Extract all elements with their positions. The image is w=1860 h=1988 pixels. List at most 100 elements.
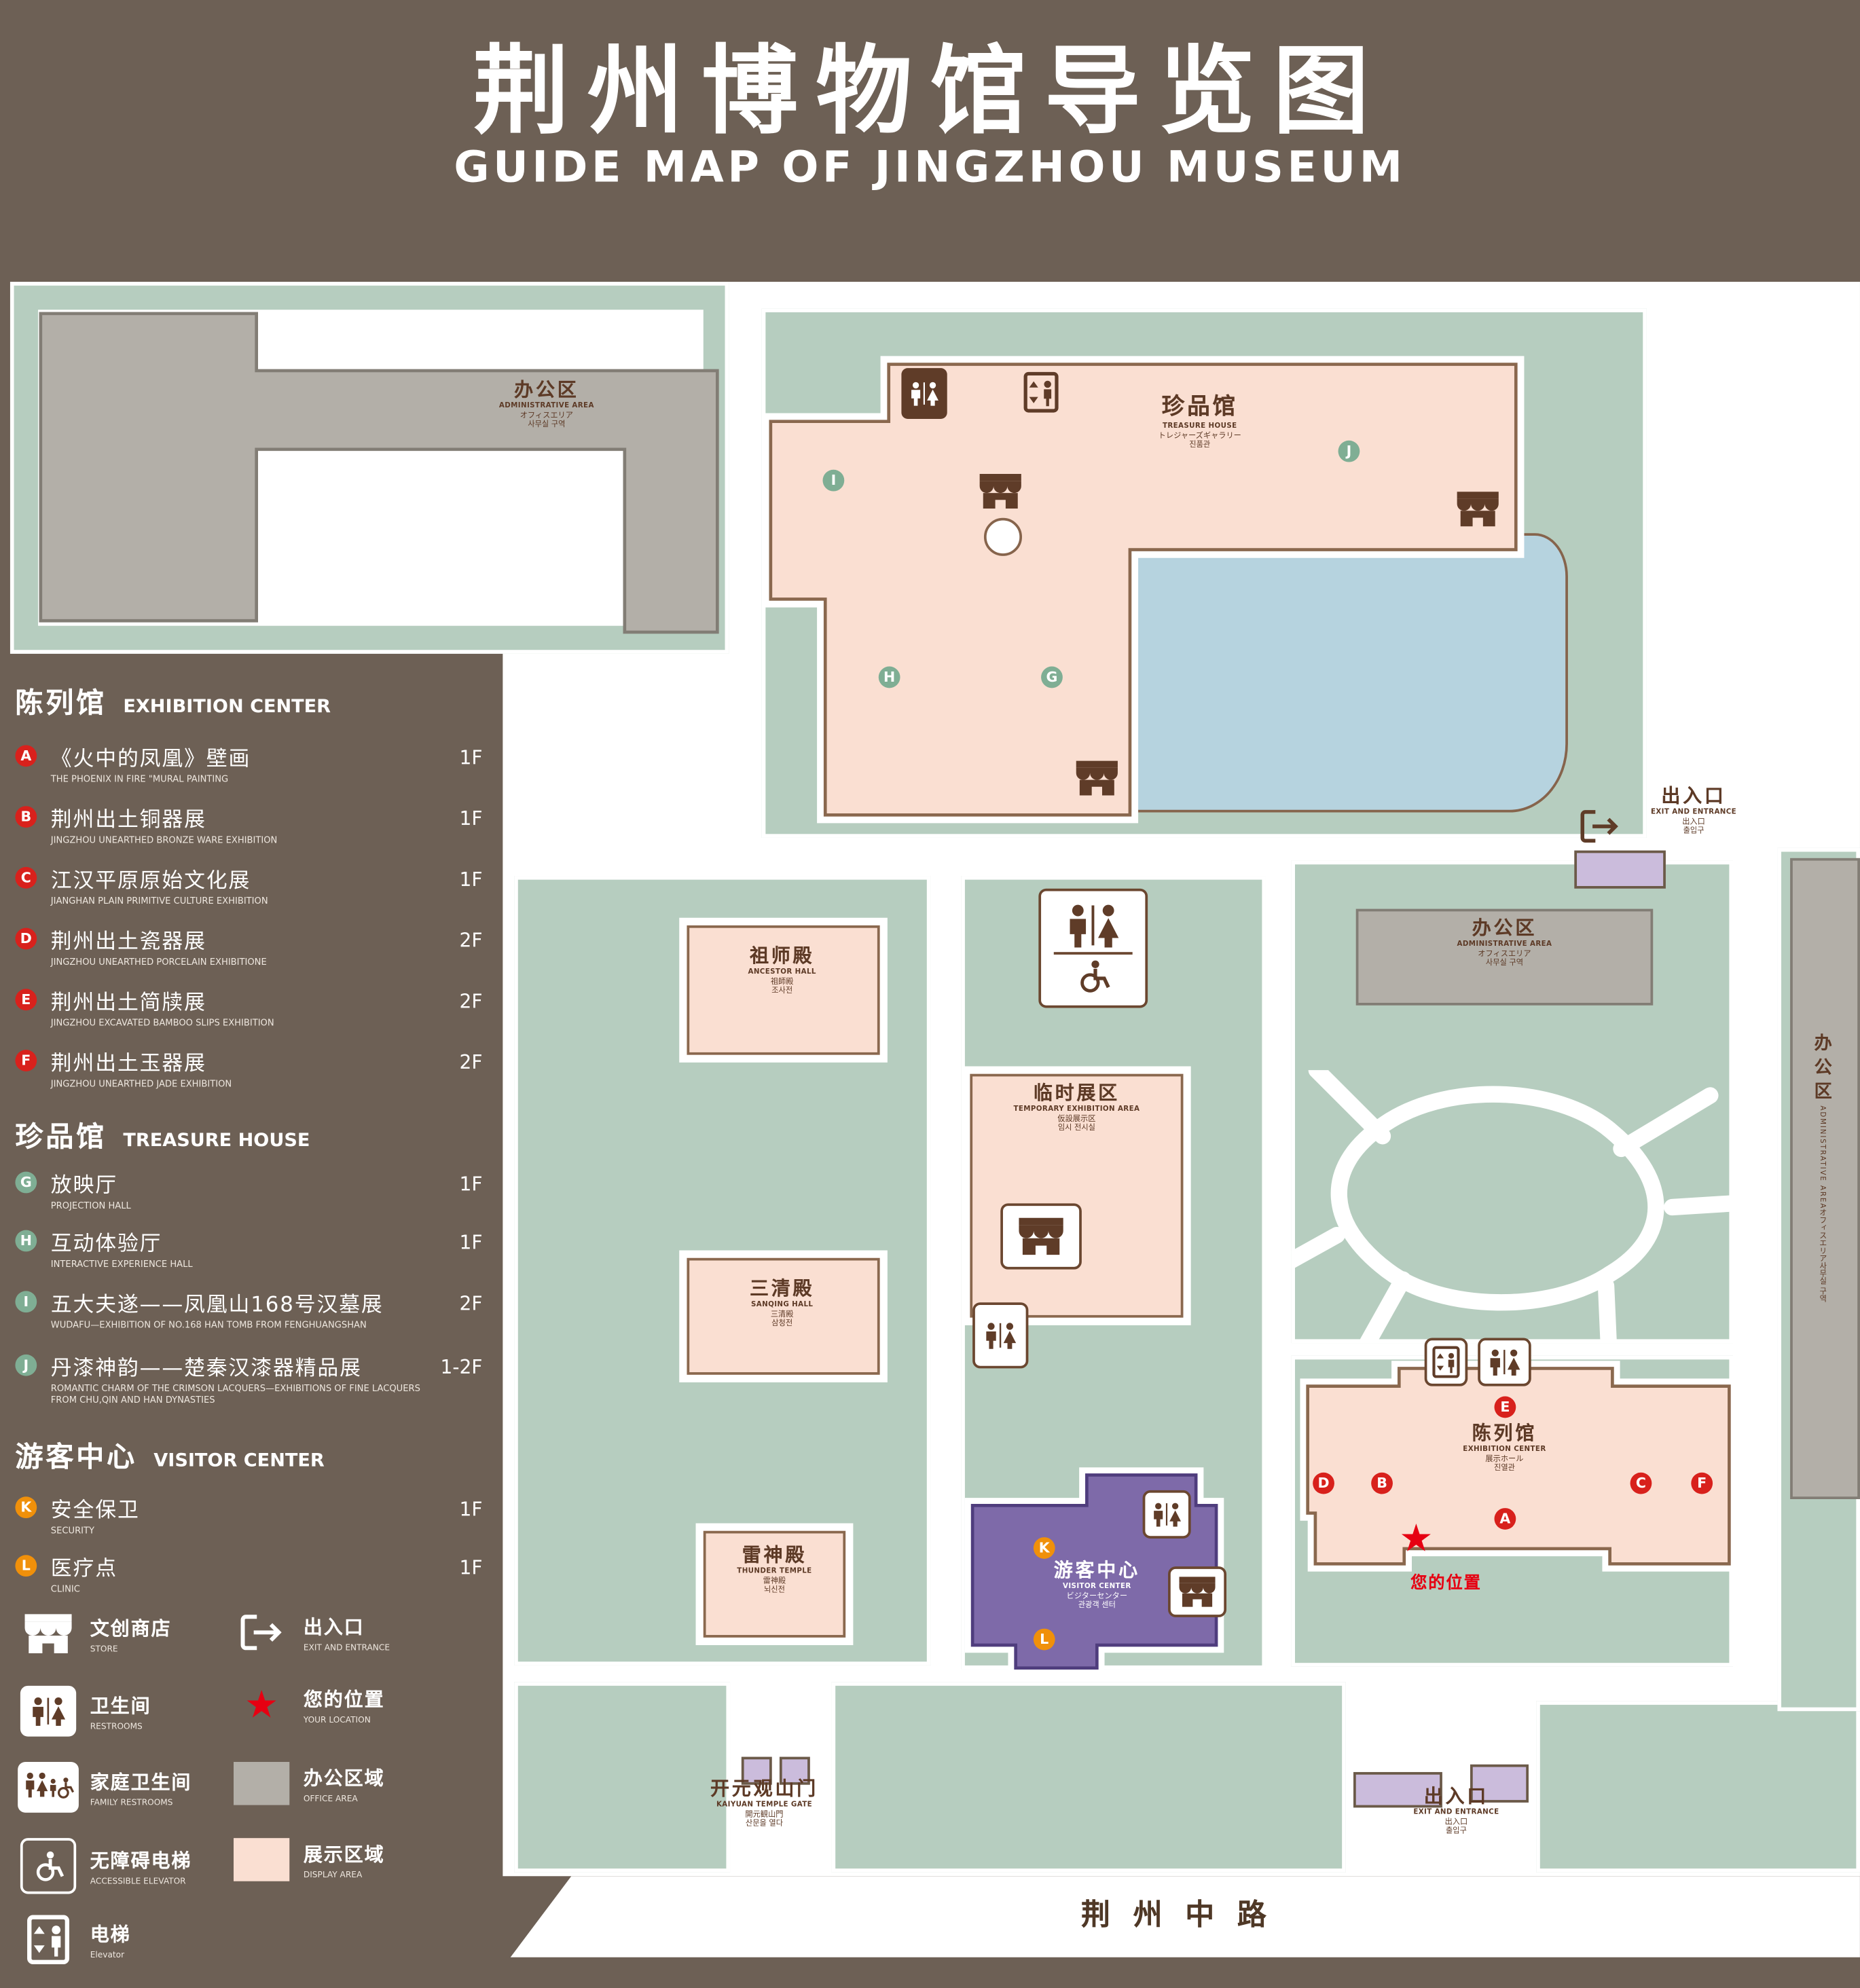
- ko-line: 조사전: [771, 987, 793, 996]
- symbol-zh: 办公区域: [303, 1766, 385, 1790]
- display-area-swatch: [234, 1838, 290, 1881]
- label-treasure-house: 珍品馆 TREASURE HOUSE トレジャーズギャラリー 진품관: [1117, 394, 1282, 450]
- symbol-zh: 卫生间: [90, 1693, 151, 1717]
- item-floor: 1-2F: [440, 1355, 483, 1379]
- store-icon: [978, 472, 1023, 510]
- elevator-icon-box: [1424, 1338, 1468, 1386]
- ja-line: オフィスエリア: [1817, 1209, 1827, 1263]
- page-title: 荆州博物馆导览图: [473, 34, 1387, 147]
- ja-line: 展示ホール: [1485, 1454, 1524, 1464]
- item-zh: 江汉平原原始文化展: [50, 868, 251, 893]
- item-floor: 2F: [459, 1051, 483, 1074]
- location-star-icon: ★: [244, 1682, 279, 1727]
- en-line: EXIT AND ENTRANCE: [1650, 809, 1737, 817]
- divider: [1053, 952, 1133, 955]
- en-line: ADMINISTRATIVE AREA: [1457, 940, 1552, 949]
- zh-line: 出入口: [1661, 784, 1726, 808]
- ja-line: 雷神殿: [763, 1577, 786, 1586]
- building-exhibition-center: [1300, 1361, 1737, 1572]
- building-temporary-exhibition: [970, 1073, 1184, 1318]
- legend-symbol-store: 文创商店 STORE: [18, 1612, 171, 1655]
- item-zh: 《火中的凤凰》壁画: [50, 746, 251, 771]
- symbol-zh: 展示区域: [303, 1842, 385, 1866]
- marker-e: E: [1494, 1396, 1516, 1418]
- lawn-bottom-band-right: [1536, 1701, 1860, 1873]
- legend-marker-d: D: [15, 927, 37, 950]
- en-line: EXHIBITION CENTER: [1463, 1446, 1546, 1454]
- label-exit-right: 出入口 EXIT AND ENTRANCE 出入口 출입구: [1638, 784, 1750, 836]
- item-zh: 荆州出土瓷器展: [50, 929, 206, 954]
- restroom-icon: [1483, 1348, 1527, 1376]
- section-title-zh: 陈列馆: [15, 688, 107, 720]
- marker-i: I: [822, 469, 845, 492]
- label-admin-topleft: 办公区 ADMINISTRATIVE AREA オフィスエリア 사무실 구역: [467, 378, 626, 430]
- ja-line: ビジターセンター: [1066, 1591, 1128, 1601]
- en-line: ADMINISTRATIVE AREA: [498, 403, 594, 411]
- store-icon: [23, 1612, 74, 1655]
- ko-line: 삼청전: [771, 1319, 793, 1329]
- item-floor: 2F: [459, 929, 483, 953]
- zh-line: 陈列馆: [1472, 1421, 1537, 1445]
- gate-block-left: [741, 1756, 772, 1785]
- entrance-block-bottom-left: [1353, 1771, 1442, 1808]
- symbol-en: STORE: [90, 1643, 118, 1654]
- en-line: KAIYUAN TEMPLE GATE: [716, 1801, 813, 1809]
- restroom-icon-box: [972, 1302, 1029, 1369]
- marker-d: D: [1313, 1472, 1334, 1494]
- your-location-star-icon: ★: [1399, 1517, 1434, 1562]
- item-zh: 丹漆神韵——楚秦汉漆器精品展: [50, 1355, 362, 1380]
- legend-marker-f: F: [15, 1050, 37, 1071]
- entrance-block-right: [1574, 850, 1666, 889]
- symbol-zh: 无障碍电梯: [90, 1849, 192, 1872]
- section-title-en: VISITOR CENTER: [153, 1450, 325, 1471]
- ko-line: 출입구: [1445, 1826, 1467, 1837]
- gate-block-right: [779, 1756, 810, 1785]
- symbol-en: DISPLAY AREA: [303, 1869, 363, 1879]
- marker-c: C: [1630, 1472, 1652, 1494]
- marker-l: L: [1033, 1628, 1055, 1651]
- building-treasure-house: [762, 356, 1525, 824]
- elevator-icon: [1023, 371, 1059, 414]
- label-ancestor-hall: 祖师殿 ANCESTOR HALL 祖師殿 조사전: [706, 944, 858, 996]
- page-subtitle: GUIDE MAP OF JINGZHOU MUSEUM: [454, 142, 1406, 194]
- legend-marker-k: K: [15, 1496, 37, 1519]
- accessible-icon: [1074, 959, 1112, 994]
- store-icon: [1016, 1216, 1067, 1257]
- ja-line: 祖師殿: [770, 977, 794, 987]
- en-line: THUNDER TEMPLE: [737, 1568, 812, 1576]
- item-floor: 2F: [459, 990, 483, 1013]
- exit-icon: [238, 1612, 286, 1653]
- ja-line: 出入口: [1682, 817, 1705, 827]
- en-line: SANQING HALL: [750, 1301, 814, 1310]
- marker-a: A: [1494, 1508, 1516, 1530]
- ko-line: 뇌신전: [763, 1585, 785, 1595]
- item-en: JINGZHOU EXCAVATED BAMBOO SLIPS EXHIBITI…: [50, 1018, 274, 1029]
- item-en: SECURITY: [50, 1526, 95, 1536]
- legend-marker-j: J: [15, 1354, 37, 1376]
- legend-marker-b: B: [15, 806, 37, 828]
- legend-marker-e: E: [15, 989, 37, 1011]
- road: 荆州中路: [510, 1876, 1860, 1957]
- item-floor: 1F: [459, 746, 483, 769]
- store-icon-box: [1000, 1203, 1082, 1270]
- your-location-label: 您的位置: [1410, 1574, 1482, 1594]
- legend-marker-h: H: [15, 1230, 37, 1252]
- store-icon: [1455, 490, 1501, 528]
- restroom-icon: [1055, 902, 1131, 948]
- label-sanqing-hall: 三清殿 SANQING HALL 三清殿 삼청전: [706, 1277, 858, 1329]
- ko-line: 진품관: [1189, 440, 1211, 449]
- legend-marker-g: G: [15, 1171, 37, 1194]
- section-title-en: TREASURE HOUSE: [123, 1130, 310, 1152]
- restrooms-block: [1038, 888, 1148, 1008]
- item-en: THE PHOENIX IN FIRE "MURAL PAINTING: [50, 774, 229, 785]
- legend-marker-a: A: [15, 745, 37, 767]
- item-en: PROJECTION HALL: [50, 1200, 131, 1211]
- symbol-zh: 文创商店: [90, 1616, 172, 1640]
